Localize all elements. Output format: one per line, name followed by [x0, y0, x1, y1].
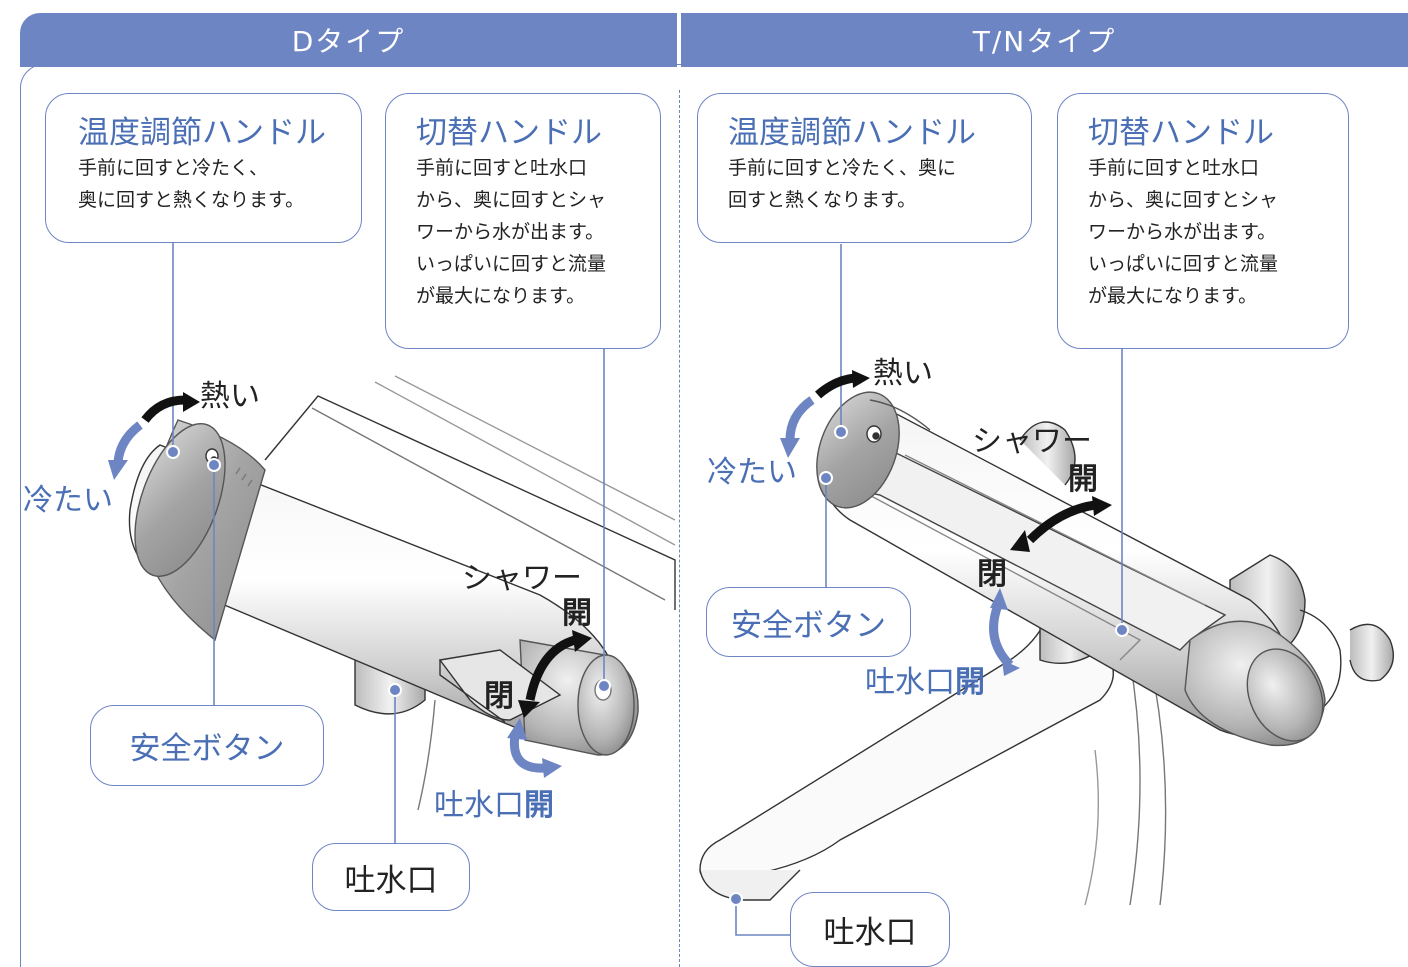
d-switch-handle-desc: 手前に回すと吐水口 から、奥に回すとシャ ワーから水が出ます。 いっぱいに回すと…	[416, 157, 607, 307]
tn-spout-label: 吐水口	[790, 892, 950, 967]
d-switch-handle-title: 切替ハンドル	[416, 115, 602, 151]
tn-switch-handle-title: 切替ハンドル	[1088, 115, 1274, 151]
d-switch-handle-callout: 切替ハンドル 手前に回すと吐水口 から、奥に回すとシャ ワーから水が出ます。 い…	[385, 93, 661, 349]
tn-open-label: 開	[1068, 462, 1098, 497]
tn-temp-handle-title: 温度調節ハンドル	[728, 115, 976, 151]
d-cold-label: 冷たい	[23, 483, 113, 518]
leader-lines	[172, 243, 1123, 936]
tn-temp-handle-desc: 手前に回すと冷たく、奥に 回すと熱くなります。	[728, 157, 957, 211]
d-temp-handle-title: 温度調節ハンドル	[78, 115, 326, 151]
d-type-faucet	[128, 375, 676, 811]
tab-d-type: Dタイプ	[20, 13, 677, 67]
tn-switch-handle-desc: 手前に回すと吐水口 から、奥に回すとシャ ワーから水が出ます。 いっぱいに回すと…	[1088, 157, 1279, 307]
section-divider	[679, 90, 680, 967]
tab-tn-type: T/Nタイプ	[681, 13, 1408, 67]
d-spout-open-suffix: 開	[524, 788, 554, 823]
tn-temp-handle-callout: 温度調節ハンドル 手前に回すと冷たく、奥に 回すと熱くなります。	[697, 93, 1032, 243]
tn-safety-button-label: 安全ボタン	[706, 587, 911, 657]
tn-spout-open-label: 吐水口開	[865, 666, 985, 700]
d-safety-button-label: 安全ボタン	[90, 705, 324, 786]
direction-arrows	[108, 370, 1112, 778]
tn-spout-open-prefix: 吐水口	[865, 665, 955, 700]
tn-spout-open-suffix: 開	[955, 665, 985, 700]
tn-cold-label: 冷たい	[707, 455, 797, 490]
d-spout-open-label: 吐水口開	[434, 789, 554, 823]
tn-type-faucet	[699, 391, 1394, 906]
tn-switch-handle-callout: 切替ハンドル 手前に回すと吐水口 から、奥に回すとシャ ワーから水が出ます。 い…	[1057, 93, 1349, 349]
d-closed-label: 閉	[484, 679, 514, 714]
tn-shower-label: シャワー	[972, 424, 1092, 459]
d-temp-handle-callout: 温度調節ハンドル 手前に回すと冷たく、 奥に回すと熱くなります。	[45, 93, 362, 243]
tn-closed-label: 閉	[977, 557, 1007, 592]
d-open-label: 開	[562, 596, 592, 631]
d-spout-label: 吐水口	[312, 843, 470, 911]
d-temp-handle-desc: 手前に回すと冷たく、 奥に回すと熱くなります。	[78, 157, 305, 211]
leader-dots	[166, 425, 1129, 906]
d-spout-open-prefix: 吐水口	[434, 788, 524, 823]
d-shower-label: シャワー	[462, 561, 582, 596]
tn-hot-label: 熱い	[873, 356, 933, 391]
d-hot-label: 熱い	[200, 379, 260, 414]
